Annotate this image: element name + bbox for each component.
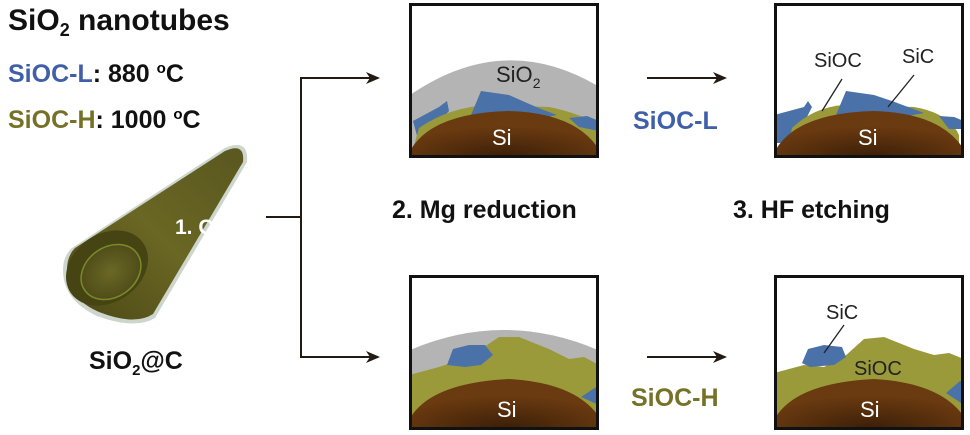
nanotube-illustration: 1. CVD (63, 145, 248, 324)
shell-label: SiO2 (496, 62, 541, 91)
sic-label: SiC (902, 46, 934, 68)
cvd-step-label: 1. CVD (175, 216, 243, 239)
condition-label: SiOC-H (8, 106, 96, 134)
panel-bottom-left: Si (409, 275, 599, 430)
sioc-label: SiOC (814, 50, 862, 72)
core-label: Si (492, 125, 512, 150)
sic-patch (939, 116, 962, 129)
sic-patch (447, 345, 493, 367)
silicon-core (776, 111, 962, 156)
panel-top-left: Si SiO2 (409, 3, 599, 158)
core-label: Si (497, 397, 517, 422)
sic-label: SiC (826, 302, 858, 324)
condition-sioc-h: SiOC-H: 1000 oC (8, 106, 201, 134)
panel-bottom-right: Si SiC SiOC (774, 275, 964, 430)
leader-line (887, 74, 915, 108)
sioc-label: SiOC (854, 358, 902, 380)
sic-patch (776, 101, 812, 143)
sic-patch (836, 91, 924, 117)
branch-label-sioc-l: SiOC-L (633, 107, 718, 135)
leader-line (821, 78, 843, 112)
panel-top-right: Si SiOC SiC (774, 3, 964, 158)
core-label: Si (858, 125, 878, 150)
sic-patch (581, 386, 597, 405)
silicon-core (411, 379, 597, 428)
sic-patch (946, 381, 962, 404)
condition-sioc-l: SiOC-L: 880 oC (8, 60, 184, 88)
silicon-core (411, 111, 597, 156)
branch-label-sioc-h: SiOC-H (631, 384, 719, 412)
sic-patch (569, 116, 597, 131)
leader-line (823, 324, 845, 354)
step-hf-etching: 3. HF etching (733, 196, 890, 224)
silicon-core (776, 379, 962, 428)
tube-caption: SiO2@C (89, 347, 183, 379)
sic-patch (802, 345, 846, 367)
core-label: Si (860, 397, 880, 422)
condition-label: SiOC-L (8, 60, 93, 88)
step-mg-reduction: 2. Mg reduction (392, 196, 577, 224)
diagram-title: SiO2 nanotubes (8, 4, 230, 40)
